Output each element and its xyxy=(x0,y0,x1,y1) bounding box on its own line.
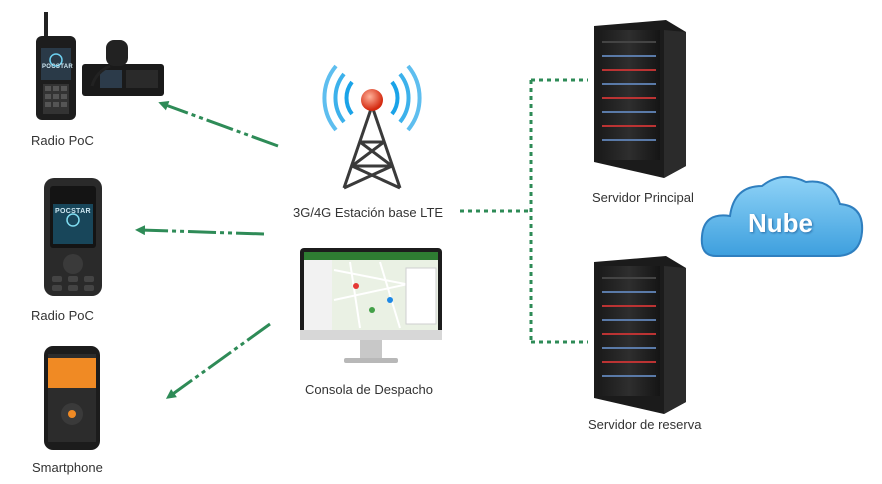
backup-server-icon xyxy=(594,256,686,414)
radio-poc-1-icon xyxy=(36,12,164,120)
smartphone-label: Smartphone xyxy=(32,460,103,475)
tower-icon xyxy=(322,64,422,190)
dispatch-console-label: Consola de Despacho xyxy=(305,382,433,397)
link-to-radio-2 xyxy=(135,225,265,236)
cloud-label: Nube xyxy=(748,208,813,238)
main-server-icon xyxy=(594,20,686,178)
radio-poc-2-label: Radio PoC xyxy=(31,308,94,323)
cloud-icon xyxy=(700,175,864,257)
link-to-radio-1 xyxy=(158,101,279,148)
link-to-servers xyxy=(460,78,588,344)
backup-server-label: Servidor de reserva xyxy=(588,417,702,432)
base-station-label: 3G/4G Estación base LTE xyxy=(293,205,444,220)
radio-poc-1-label: Radio PoC xyxy=(31,133,94,148)
device-brand-1: POCSTAR xyxy=(42,64,73,70)
smartphone-icon xyxy=(44,346,100,450)
main-server-label: Servidor Principal xyxy=(592,190,694,205)
link-to-smartphone xyxy=(165,322,271,399)
radio-poc-2-icon xyxy=(44,178,102,296)
dispatch-monitor-icon xyxy=(300,248,442,363)
device-brand-2: POCSTAR xyxy=(55,208,91,215)
